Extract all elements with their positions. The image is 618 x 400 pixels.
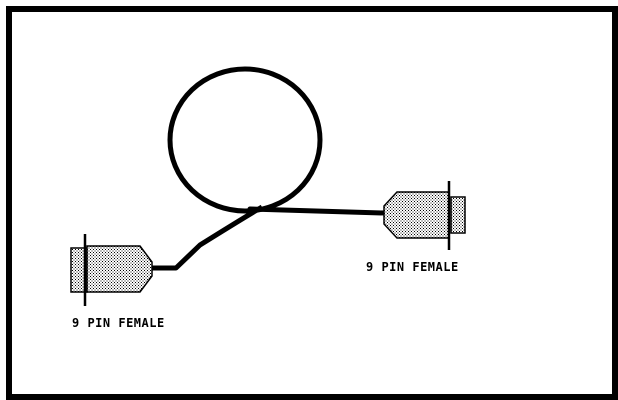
connector-right-label: 9 PIN FEMALE bbox=[366, 260, 459, 274]
cable-right-segment bbox=[247, 206, 387, 216]
connector-right-hood bbox=[383, 191, 450, 239]
diagram-frame bbox=[6, 6, 618, 400]
connector-left-label: 9 PIN FEMALE bbox=[72, 316, 165, 330]
connector-left bbox=[70, 234, 153, 306]
connector-left-hood bbox=[86, 245, 153, 293]
connector-right-face bbox=[450, 196, 466, 234]
cable-loop bbox=[167, 66, 323, 214]
connector-right bbox=[383, 181, 466, 250]
cable-left-segment bbox=[152, 204, 264, 271]
